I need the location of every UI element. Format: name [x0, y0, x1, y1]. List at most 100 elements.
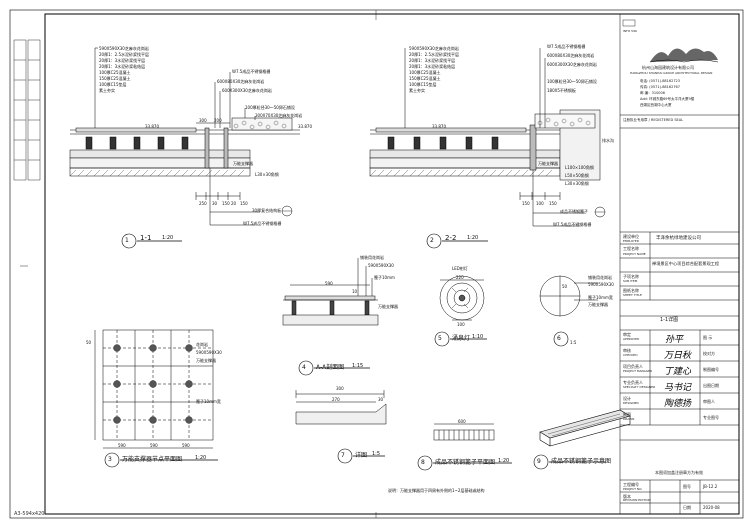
- d1-scale: 1:20: [162, 235, 174, 241]
- d1-dim-3: 250: [199, 201, 207, 206]
- d5-dim-1: 220: [456, 275, 464, 280]
- row-right-specialty: 出图日期: [703, 383, 719, 388]
- d2-rnote-3: 600X300X30芝麻灰花岗岩: [547, 62, 597, 67]
- company-logo: [622, 19, 719, 63]
- support-pedestals: [113, 344, 193, 424]
- project-label: 工程名称: [623, 246, 639, 251]
- section-1-1: [69, 47, 300, 226]
- d5-scale: 1:10: [472, 334, 484, 340]
- detail-marker-3: [104, 452, 120, 468]
- d6-scale: 1:5: [570, 340, 577, 345]
- d5-dim-2: 100: [457, 322, 465, 327]
- d3-dim-2: 590: [150, 443, 158, 448]
- row-label-pm-en: PROJECT MANAGER: [623, 369, 653, 373]
- signature-checked: 万日秋: [664, 351, 692, 361]
- row-right-approved: 图 示: [703, 335, 713, 340]
- d6-label-2: 590X590X30: [588, 282, 614, 287]
- detail-marker-2: [426, 233, 442, 249]
- d1-angle-label: L30×30角钢: [255, 172, 279, 177]
- detail-marker-7: [337, 448, 353, 464]
- drawing-title: 1-1详图: [660, 317, 679, 323]
- signature-designed: 陶德扬: [664, 399, 692, 409]
- d7-title: 详图: [355, 452, 368, 459]
- d3-dim-3: 590: [182, 443, 190, 448]
- d2-scale: 1:20: [467, 235, 479, 241]
- d1-number: 1: [125, 237, 129, 244]
- d2-note-5: 100厚C25混凝土: [409, 70, 441, 75]
- detail-marker-9: [533, 454, 549, 470]
- d2-dim-1: 150: [522, 201, 530, 206]
- d1-dim-6: 20: [231, 201, 237, 206]
- d4-label-1: 铺装用花岗岩: [360, 255, 384, 260]
- row-right-checked: 校对方: [703, 351, 715, 356]
- d1-note-8: 素土夯实: [99, 88, 115, 93]
- company-postcode: 邮 编：310006: [640, 91, 665, 95]
- d6-label-3: 篦子10mm宽: [588, 295, 613, 300]
- binding-strip: [13, 39, 41, 181]
- d1-elev-right: 33.870: [298, 124, 312, 129]
- d4-scale: 1:15: [352, 363, 364, 369]
- d2-rnote-1: W7.5成品不锈钢格栅: [547, 44, 586, 49]
- d3-label-4: 篦子10mm宽: [196, 399, 221, 404]
- company-name: 杭州山海园建筑设计有限公司: [642, 65, 694, 70]
- d2-rnote-7: L50×50角钢: [565, 173, 589, 178]
- subitem-label: 子项名称: [623, 274, 639, 279]
- d5-title: 涌泉灯: [452, 335, 471, 342]
- d1-note-6: 150厚C25混凝土: [99, 76, 131, 81]
- d2-elev: 33.870: [432, 124, 446, 129]
- row-right-drawn: 专业图号: [703, 415, 719, 420]
- d1-rnote-4: 100厚粒径30～50卵石铺设: [245, 105, 295, 110]
- d2-dim-3: 150: [549, 201, 557, 206]
- d2-note-1: 590X590X30芝麻灰花岗岩: [409, 46, 459, 51]
- d2-rnote-6: L100×100角钢: [565, 165, 594, 170]
- title-block: [619, 13, 740, 515]
- d3-scale: 1:20: [195, 455, 207, 461]
- d2-rnote-4: 100厚粒径30～50卵石铺设: [547, 79, 597, 84]
- d3-number: 3: [108, 456, 112, 463]
- d4-label-2: 590X590X30: [368, 263, 394, 268]
- grate-plan: [433, 423, 495, 441]
- logo-caption: INFO 596: [623, 29, 637, 33]
- row-label-drawn: 制图: [623, 412, 631, 417]
- signature-specialty: 马书记: [664, 383, 692, 393]
- stamp-note: 注册执业专用章 / REGISTERED SEAL: [623, 118, 684, 122]
- d3-label-2: 590X590X30: [196, 350, 222, 355]
- d1-title: 1-1: [140, 234, 152, 242]
- d2-note-4: 20厚1：3水泥砂浆粘结层: [409, 64, 456, 69]
- d2-rnote-2: 600X80X30芝麻灰花岗岩: [547, 53, 595, 58]
- d1-note-4: 20厚1：3水泥砂浆粘结层: [99, 64, 146, 69]
- d1-dim-7: 150: [240, 201, 248, 206]
- row-label-specialty: 专业负责人: [623, 380, 643, 385]
- d1-note-1: 590X590X30芝麻灰花岗岩: [99, 46, 149, 51]
- company-address2: 西湖区西湖中心大厦: [640, 103, 672, 107]
- company-tel: 电话: (0571)-88162723: [640, 79, 681, 83]
- row-label-designed-en: DESIGNED: [623, 401, 639, 405]
- d7-dim-3: 30: [378, 397, 384, 402]
- d2-note-7: 100厚C15垫层: [409, 82, 437, 87]
- d2-support-label: 万能支撑器: [538, 161, 558, 166]
- d2-bnote-1: 成品不锈钢篦子: [560, 209, 588, 214]
- drawing-label: 图纸名称: [623, 288, 639, 293]
- signature-approved: 孙平: [665, 335, 684, 345]
- subitem-label-en: SUB ITEM: [623, 279, 638, 283]
- d5-number: 5: [438, 335, 442, 342]
- drawing-label-en: SHEET TITLE: [623, 293, 642, 297]
- d6-dim-1: 50: [562, 284, 568, 289]
- d1-dim-1: 300: [199, 118, 207, 123]
- d1-rnote-2: 600X80X30芝麻灰花岗岩: [217, 79, 265, 84]
- row-label-checked: 审核: [623, 348, 631, 353]
- date-value: 2020-08: [703, 505, 720, 510]
- sheet-no: JB-12.2: [703, 484, 718, 489]
- project-name: 禅境景区中心项目综合配套景观工程: [652, 261, 720, 266]
- d4-title: A-A剖面图: [316, 364, 345, 371]
- d1-note-7: 100厚C15垫层: [99, 82, 127, 87]
- date-label: 日期: [683, 505, 691, 510]
- d2-note-3: 20厚1：3水泥砂浆找平层: [409, 58, 456, 63]
- d4-dim-2: 10: [352, 289, 358, 294]
- sheet-no-label: 图号: [683, 484, 691, 489]
- d2-bnote-2: W7.5成品不锈钢格栅: [553, 222, 592, 227]
- detail-marker-4: [298, 360, 314, 376]
- client-name: 丰泽余杭绿地建设公司: [656, 236, 701, 241]
